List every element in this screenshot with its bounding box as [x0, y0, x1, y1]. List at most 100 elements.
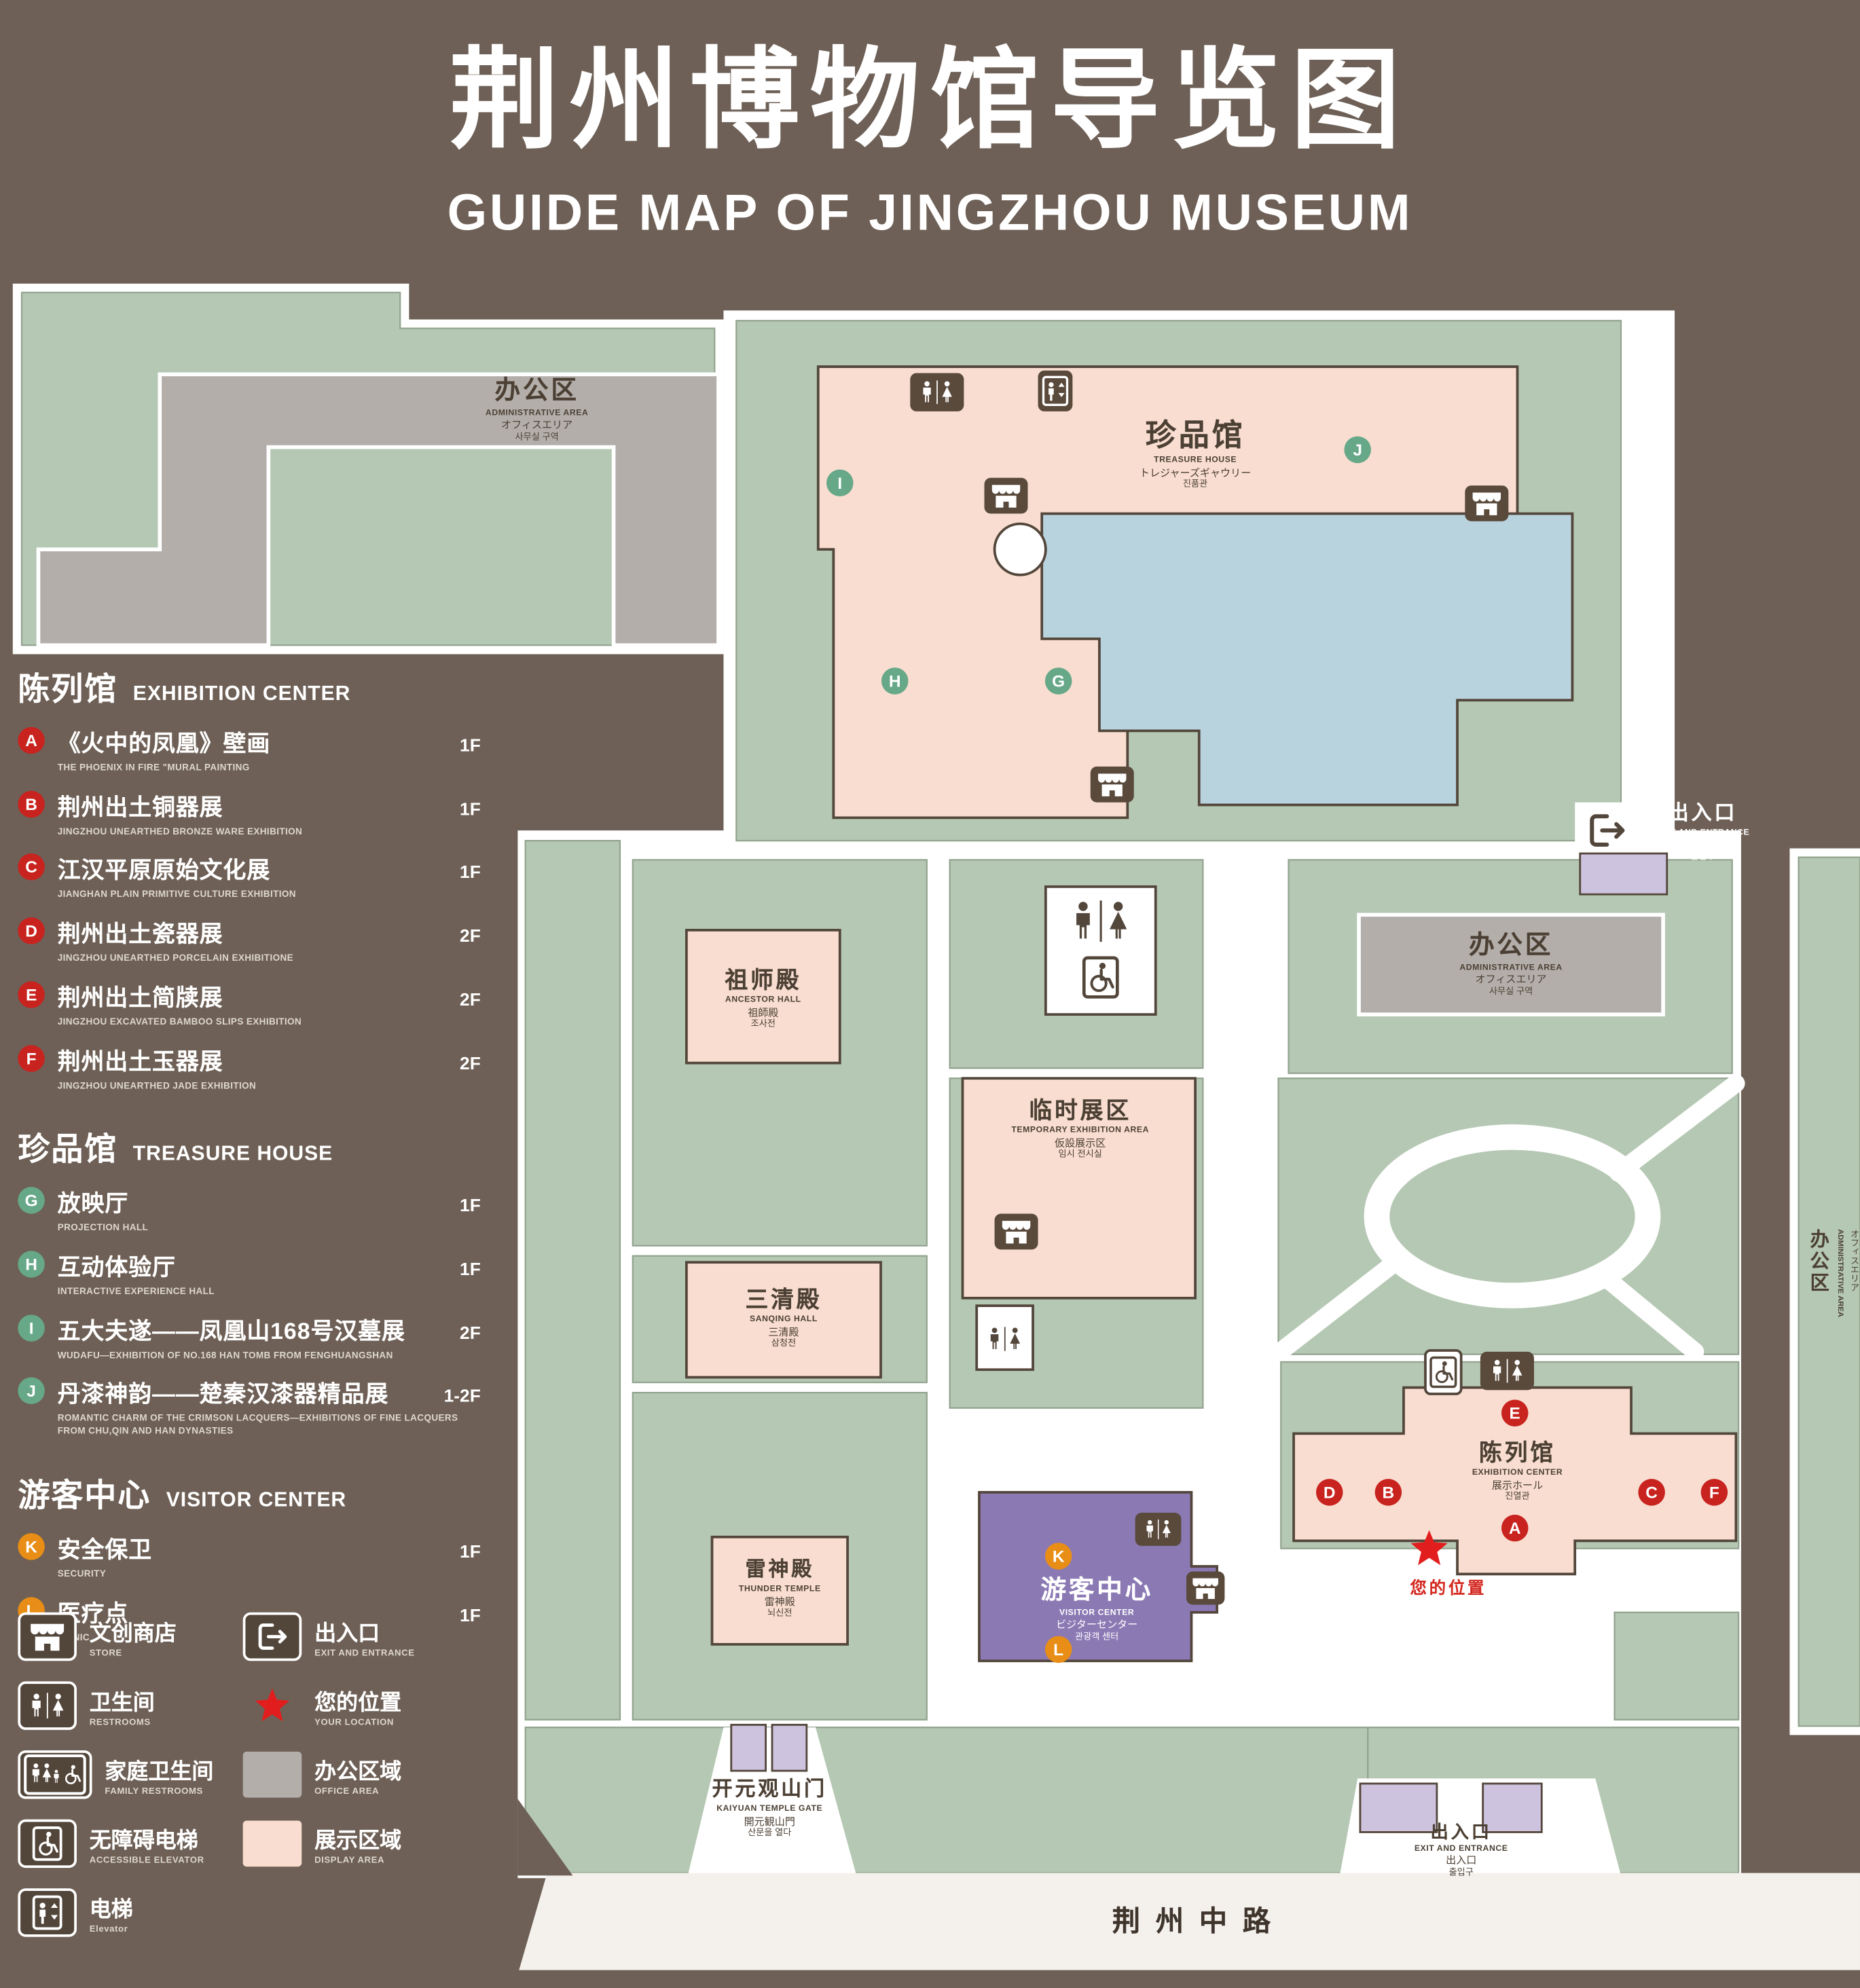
restroom-icon: [1135, 1512, 1182, 1546]
marker-f: F: [1700, 1479, 1728, 1506]
exit-icon: [1582, 810, 1631, 851]
gate-block-right: [771, 1723, 808, 1772]
label-exhibition-center: 陈列馆 EXHIBITION CENTER 展示ホール 진열관: [1472, 1440, 1563, 1503]
your-location-star-icon: [1408, 1528, 1449, 1569]
store-icon: [984, 477, 1028, 514]
display-area-swatch: [242, 1820, 302, 1867]
marker-h: H: [881, 667, 909, 695]
badge-f: F: [18, 1044, 45, 1072]
label-admin-strip: 办公区 ADMINISTRATIVE AREA オフィスエリア 사무실 구역: [1807, 1229, 1859, 1318]
label-treasure-house: 珍品馆 TREASURE HOUSE トレジャーズギャウリー 진품관: [1139, 418, 1252, 490]
label-temporary-exhibition: 临时展区 TEMPORARY EXHIBITION AREA 仮設展示区 임시 …: [1011, 1097, 1150, 1160]
road-shape: [519, 1873, 1860, 1970]
marker-i: I: [826, 469, 854, 497]
label-thunder-temple: 雷神殿 THUNDER TEMPLE 雷神殿 뇌신전: [738, 1559, 821, 1618]
pond: [1040, 512, 1574, 807]
badge-i: I: [18, 1314, 45, 1342]
badge-a: A: [18, 726, 45, 754]
legend-section-header: 珍品馆 TREASURE HOUSE: [18, 1132, 333, 1168]
gate-path: [687, 1727, 857, 1876]
marker-e: E: [1501, 1399, 1529, 1426]
store-icon: [1465, 485, 1509, 521]
restroom-icon: [910, 373, 964, 411]
badge-b: B: [18, 790, 45, 817]
exit-block-south-right: [1482, 1782, 1543, 1833]
marker-g: G: [1044, 667, 1072, 695]
badge-h: H: [18, 1251, 45, 1278]
legend-section-header: 陈列馆 EXHIBITION CENTER: [18, 671, 351, 708]
family-restroom-icon: [18, 1750, 92, 1799]
building-admin-east: [1357, 913, 1665, 1016]
label-sanqing-hall: 三清殿 SANQING HALL 三清殿 삼청전: [745, 1287, 822, 1349]
courtyard-circle: [993, 522, 1047, 576]
label-road: 荆州中路: [1112, 1904, 1286, 1937]
store-icon: [1090, 767, 1134, 803]
store-icon: [18, 1612, 77, 1661]
label-exit-top: 出入口 EXIT AND ENTRANCE 出入口 출입구: [1656, 803, 1750, 862]
marker-j: J: [1344, 436, 1371, 464]
label-ancestor-hall: 祖师殿 ANCESTOR HALL 祖師殿 조사전: [725, 967, 802, 1029]
building-admin-northwest: [36, 372, 721, 648]
exit-block-top: [1579, 852, 1668, 896]
lawn-east-strip: [1798, 856, 1860, 1727]
exit-block-south-left: [1359, 1782, 1438, 1833]
store-icon: [994, 1213, 1038, 1250]
elevator-icon: [1038, 370, 1073, 411]
store-icon: [1186, 1571, 1225, 1605]
label-your-location: 您的位置: [1410, 1578, 1487, 1598]
gate-block-left: [730, 1723, 767, 1772]
building-temporary-exhibition: [961, 1077, 1197, 1300]
restroom-icon: [1063, 894, 1137, 948]
label-exit-bottom: 出入口 EXIT AND ENTRANCE 出入口 출입구: [1414, 1821, 1508, 1877]
lawn-south-west: [524, 1726, 1369, 1874]
lawn-southeast: [1613, 1611, 1740, 1720]
label-admin-northwest: 办公区 ADMINISTRATIVE AREA オフィスエリア 사무실 구역: [485, 377, 589, 442]
marker-c: C: [1638, 1479, 1665, 1506]
legend-section-header: 游客中心 VISITOR CENTER: [18, 1478, 347, 1514]
lawn-west-strip: [524, 840, 621, 1720]
marker-k: K: [1044, 1543, 1072, 1570]
page-subtitle: GUIDE MAP OF JINGZHOU MUSEUM: [447, 185, 1413, 242]
building-exhibition-center: [1292, 1386, 1738, 1576]
building-sanqing-hall: [685, 1261, 882, 1379]
marker-b: B: [1374, 1479, 1402, 1506]
restroom-icon: [18, 1681, 77, 1730]
badge-g: G: [18, 1187, 45, 1215]
southwest-notch: [517, 1799, 573, 1876]
label-kaiyuan-gate: 开元观山门 KAIYUAN TEMPLE GATE 開元観山門 산문을 열다: [712, 1779, 827, 1838]
restroom-icon: [985, 1316, 1025, 1362]
exit-icon: [242, 1612, 302, 1661]
label-admin-east: 办公区 ADMINISTRATIVE AREA オフィスエリア 사무실 구역: [1459, 931, 1563, 997]
building-thunder-temple: [710, 1535, 849, 1646]
accessible-icon: [1082, 956, 1120, 999]
marker-d: D: [1316, 1479, 1343, 1506]
badge-e: E: [18, 980, 45, 1008]
badge-d: D: [18, 917, 45, 944]
label-visitor-center: 游客中心 VISITOR CENTER ビジターセンター 관광객 센터: [1040, 1577, 1153, 1642]
accessible-elevator-icon: [1424, 1349, 1463, 1395]
restroom-icon: [1480, 1351, 1534, 1391]
badge-c: C: [18, 853, 45, 881]
office-area-swatch: [242, 1751, 302, 1798]
elevator-icon: [18, 1888, 77, 1937]
